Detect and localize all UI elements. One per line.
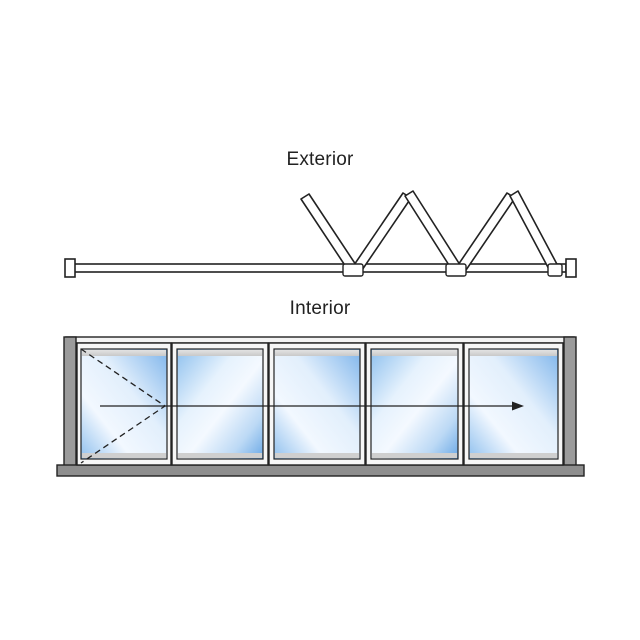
door-panel-1 [76, 342, 172, 466]
right-jamb [563, 336, 577, 468]
exterior-label: Exterior [286, 149, 354, 170]
glass-pane-3 [273, 348, 361, 460]
door-panel-4 [365, 342, 464, 466]
door-panel-3 [268, 342, 366, 466]
hinge-3 [547, 263, 563, 277]
right-end-post [565, 258, 577, 278]
sill [56, 464, 585, 477]
glass-pane-1 [80, 348, 168, 460]
head-frame [65, 336, 575, 344]
slide-direction-arrow-head [512, 401, 524, 411]
interior-label: Interior [289, 298, 351, 319]
hinge-1 [342, 263, 364, 277]
left-end-post [64, 258, 76, 278]
door-panels [76, 342, 564, 466]
left-jamb [63, 336, 77, 468]
hinge-2 [445, 263, 467, 277]
glass-pane-4 [370, 348, 459, 460]
door-panel-2 [171, 342, 269, 466]
hinges [342, 263, 563, 277]
glass-pane-2 [176, 348, 264, 460]
